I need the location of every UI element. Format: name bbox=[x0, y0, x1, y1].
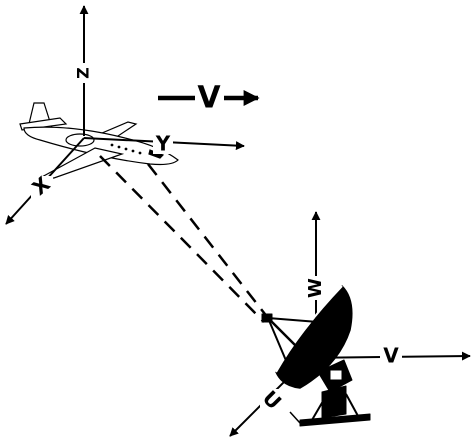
antenna-v-label: V bbox=[383, 344, 399, 368]
velocity-label: V bbox=[197, 81, 221, 116]
radar-antenna-icon bbox=[261, 285, 371, 427]
beam-line-upper bbox=[147, 163, 269, 319]
aircraft-z-label: Z bbox=[74, 67, 93, 79]
aircraft-icon bbox=[19, 102, 179, 179]
beam-line-lower bbox=[99, 155, 265, 323]
antenna-w-label: W bbox=[305, 278, 326, 298]
aircraft-y-label: Y bbox=[155, 132, 171, 156]
